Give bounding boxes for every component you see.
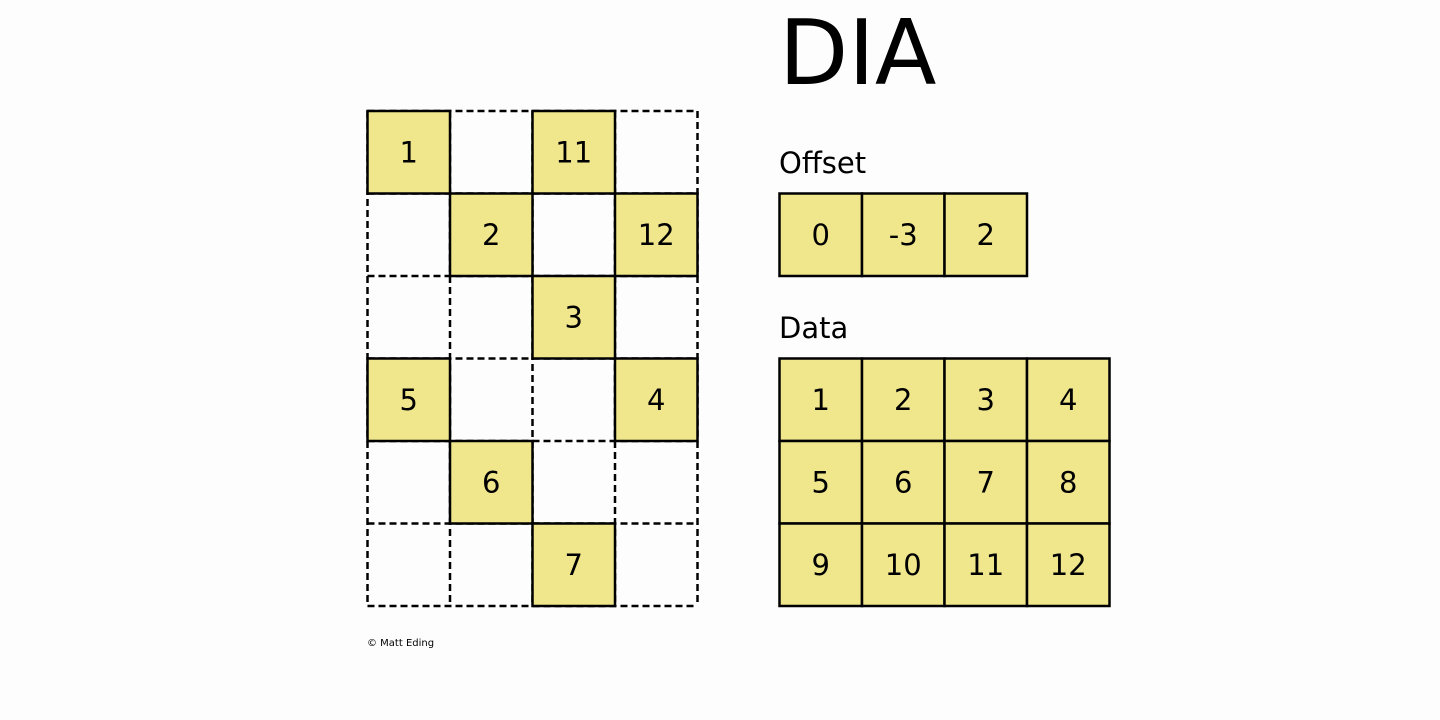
offset-array: 0 -3 2	[778, 192, 1029, 278]
matrix-cell-value: 1	[400, 135, 418, 169]
matrix-cell	[613, 192, 699, 278]
data-cell-value: 4	[1059, 383, 1077, 417]
matrix-cell-value: 5	[400, 383, 418, 417]
data-cell-value: 9	[812, 548, 830, 582]
credit-text: © Matt Eding	[367, 638, 434, 649]
matrix-cell-value: 6	[482, 465, 500, 499]
data-cell-value: 1	[812, 383, 830, 417]
offset-cell	[778, 192, 864, 278]
matrix-cell-value: 2	[482, 218, 500, 252]
data-cell-value: 3	[977, 383, 995, 417]
data-cell-value: 7	[977, 465, 995, 499]
data-cell	[778, 439, 864, 525]
matrix-cell	[531, 109, 617, 195]
offset-cell-value: 2	[977, 218, 995, 252]
matrix-cell	[366, 109, 452, 195]
data-cell-value: 12	[1050, 548, 1087, 582]
data-cell	[1025, 522, 1111, 608]
matrix-cell-value: 3	[565, 300, 583, 334]
matrix-cell	[531, 274, 617, 360]
offset-cell-value: 0	[812, 218, 830, 252]
matrix-cell-value: 12	[638, 218, 675, 252]
matrix-cell	[366, 357, 452, 443]
data-cell	[1025, 357, 1111, 443]
offset-cell	[860, 192, 946, 278]
offset-label: Offset	[779, 146, 866, 180]
data-cell-value: 6	[894, 465, 912, 499]
data-cell-value: 2	[894, 383, 912, 417]
matrix-cell-value: 4	[647, 383, 665, 417]
data-cell	[860, 522, 946, 608]
data-cell-value: 10	[885, 548, 922, 582]
matrix-cell-value: 7	[565, 548, 583, 582]
data-cell-value: 11	[967, 548, 1004, 582]
matrix-cell	[613, 357, 699, 443]
data-cell-value: 5	[812, 465, 830, 499]
offset-cell	[943, 192, 1029, 278]
data-cell-value: 8	[1059, 465, 1077, 499]
diagram-title: DIA	[779, 1, 936, 106]
offset-cell-value: -3	[889, 218, 918, 252]
matrix-cell	[448, 439, 534, 525]
matrix-cell	[531, 522, 617, 608]
matrix-cell	[448, 192, 534, 278]
data-cell	[778, 522, 864, 608]
data-label: Data	[779, 311, 848, 345]
data-cell	[1025, 439, 1111, 525]
matrix-cell-value: 11	[555, 135, 592, 169]
